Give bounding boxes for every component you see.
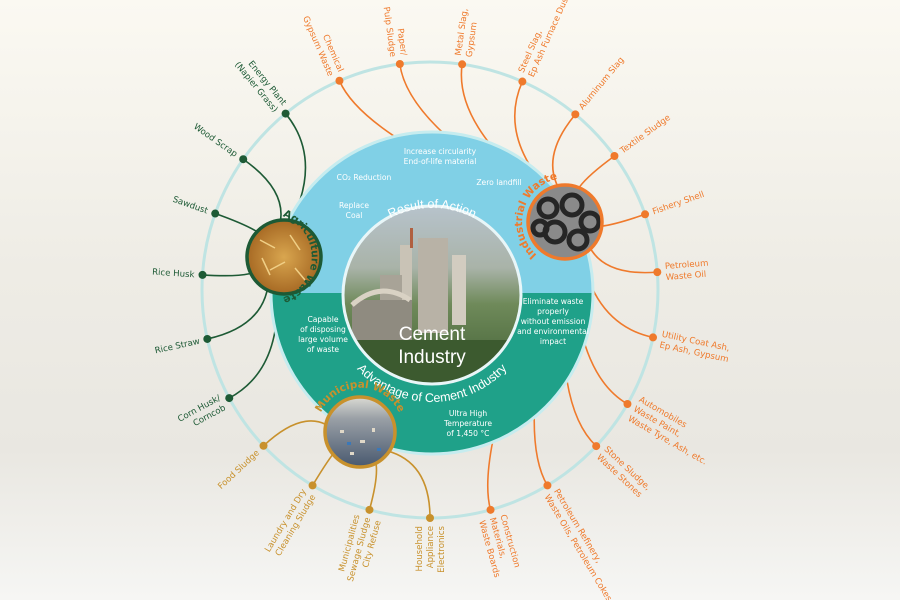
advantages-text: Capable of disposing large volume of was… xyxy=(298,297,589,438)
industrial-item-label-line: Pulp Sludge xyxy=(381,6,398,57)
agriculture-item-dot xyxy=(225,394,234,403)
industrial-item-label-line: Fishery Shell xyxy=(651,190,705,217)
agriculture-item-label-line: Wood Scrap xyxy=(191,122,239,160)
industrial-item-label: Fishery Shell xyxy=(651,190,705,217)
adv-temp-3: of 1,450 °C xyxy=(447,429,490,438)
adv-eliminate-3: without emission xyxy=(521,317,586,326)
industrial-item-dot xyxy=(649,333,658,342)
agriculture-item-label-line: Sawdust xyxy=(171,195,209,217)
industrial-item-label-line: Aluminum Slag xyxy=(577,55,626,111)
industrial-item-label-line: Paper/ xyxy=(395,28,409,56)
agriculture-item-label-line: Rice Straw xyxy=(154,337,201,357)
industrial-item-dot xyxy=(335,76,344,85)
industrial-item-dot xyxy=(571,110,580,119)
result-replace-2: Coal xyxy=(346,211,363,220)
industrial-item-label-line: Waste Oils, Petroleum Cokes xyxy=(542,493,614,600)
industrial-item-dot xyxy=(623,400,632,408)
industrial-item-dot xyxy=(653,268,662,277)
industrial-item-label: AutomobilesWaste Paint,Waste Tyre, Ash, … xyxy=(626,395,720,467)
results-text: Increase circularity End-of-life materia… xyxy=(337,147,522,220)
adv-temp-1: Ultra High xyxy=(449,409,487,418)
industrial-item-label: Utility Coat Ash,Ep Ash, Gypsum xyxy=(658,330,731,365)
municipal-item-dot xyxy=(426,514,434,522)
adv-capable-3: large volume xyxy=(298,335,348,344)
industrial-item-label: Metal Slag,Gypsum xyxy=(454,8,482,58)
adv-eliminate-2: properly xyxy=(537,307,569,316)
municipal-item-label-line: Appliance xyxy=(426,526,436,568)
municipal-item-label: MunicipalitiesSewage SludgeCity Refuse xyxy=(335,513,384,586)
agriculture-item-label: Rice Straw xyxy=(154,337,201,357)
industrial-item-label-line: Gypsum xyxy=(465,21,480,58)
municipal-item-label-line: Household xyxy=(415,526,425,571)
agriculture-item-dot xyxy=(198,270,207,279)
industrial-item-dot xyxy=(486,505,495,514)
adv-eliminate-1: Eliminate waste xyxy=(523,297,584,306)
agriculture-item-label: Wood Scrap xyxy=(191,122,239,160)
industrial-item-dot xyxy=(518,77,527,86)
industrial-item-dot xyxy=(610,151,619,160)
municipal-waste-photo xyxy=(326,398,394,466)
agriculture-item-label: Rice Husk xyxy=(152,268,195,281)
agriculture-circle-border xyxy=(245,218,323,296)
result-replace-1: Replace xyxy=(339,201,369,210)
result-zero-landfill: Zero landfill xyxy=(476,178,521,187)
industrial-item-label: Petroleum Refinery,Waste Oils, Petroleum… xyxy=(542,487,623,600)
agriculture-item-dot xyxy=(239,155,248,164)
industrial-item-label-line: Textile Sludge xyxy=(618,113,673,157)
adv-eliminate-4: and environmental xyxy=(517,327,589,336)
municipal-item-dot xyxy=(308,481,317,490)
industrial-item-label: Paper/Pulp Sludge xyxy=(381,5,409,58)
municipal-item-label: Food Sludge xyxy=(216,448,261,491)
industrial-item-label: PetroleumWaste Oil xyxy=(665,259,710,283)
municipal-circle-border xyxy=(323,395,397,469)
adv-capable-4: of waste xyxy=(307,345,340,354)
industrial-item-dot xyxy=(395,60,404,69)
municipal-item-dot xyxy=(365,505,374,514)
municipal-item-label: HouseholdApplianceElectronics xyxy=(415,525,447,572)
agriculture-item-dot xyxy=(203,334,212,343)
agriculture-item-label: Corn Husk/Corncob xyxy=(176,393,227,434)
municipal-item-dot xyxy=(259,441,268,450)
adv-capable-1: Capable xyxy=(307,315,338,324)
industrial-circle-border xyxy=(526,183,604,261)
adv-temp-2: Temperature xyxy=(443,419,492,428)
industrial-item-label: ChemicalGypsum Waste xyxy=(300,10,345,78)
industrial-item-label: ConstructionMaterials,Waste Boards xyxy=(476,514,523,580)
industrial-item-dot xyxy=(592,442,601,451)
agriculture-item-label: Sawdust xyxy=(171,195,209,217)
municipal-item-label-line: Electronics xyxy=(437,525,447,572)
hub-title-line1: Cement xyxy=(399,324,466,345)
result-circularity-2: End-of-life material xyxy=(404,157,477,166)
industrial-item-label-line: Petroleum xyxy=(665,259,709,272)
hub-border xyxy=(341,204,523,386)
adv-eliminate-5: impact xyxy=(540,337,566,346)
municipal-item-label: Laundry and DryCleaning Sludge xyxy=(263,487,318,559)
industrial-item-label: Aluminum Slag xyxy=(577,55,626,111)
agriculture-item-label: Energy Plant(Napier Grass) xyxy=(232,53,288,115)
agriculture-waste-photo xyxy=(248,221,320,293)
industrial-item-label: Textile Sludge xyxy=(618,113,673,157)
agriculture-item-label-line: Rice Husk xyxy=(152,268,195,281)
industrial-item-label: Steel Slag,Ep Ash Furnace Dust xyxy=(517,0,572,79)
industrial-item-dot xyxy=(543,481,552,490)
municipal-item-label-line: Food Sludge xyxy=(216,448,261,491)
industrial-item-dot xyxy=(458,60,467,69)
agriculture-item-dot xyxy=(211,209,220,218)
adv-capable-2: of disposing xyxy=(300,325,346,334)
result-circularity-1: Increase circularity xyxy=(404,147,477,156)
industrial-item-label-line: Waste Oil xyxy=(665,270,706,283)
agriculture-item-dot xyxy=(281,109,290,118)
industrial-waste-photo xyxy=(529,186,601,258)
industrial-item-dot xyxy=(641,210,650,219)
hub-title-line2: Industry xyxy=(398,347,466,368)
industrial-item-label: Stone Sludge,Waste Stones xyxy=(594,445,652,501)
result-co2: CO₂ Reduction xyxy=(337,173,392,182)
